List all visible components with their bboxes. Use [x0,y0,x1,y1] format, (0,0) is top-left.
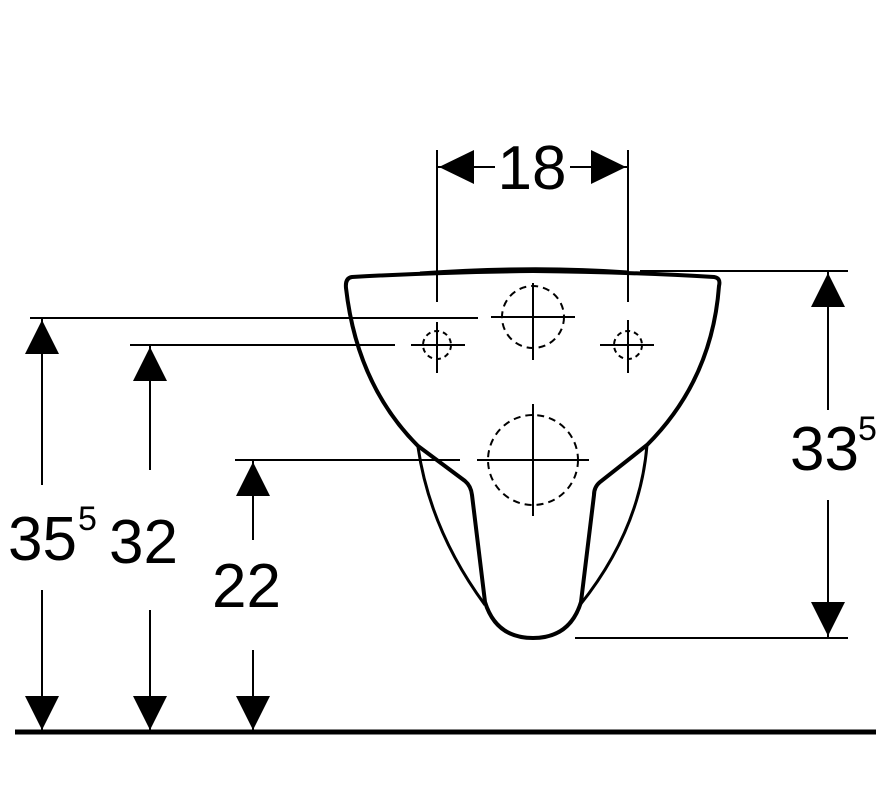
upper-outlet-hole [491,283,575,360]
arrow-right-icon [591,150,626,184]
wc-seat-edge [419,267,629,275]
arrow-up-icon [25,320,59,354]
arrow-up-icon [811,273,845,307]
arrow-down-icon [236,696,270,730]
arrow-up-icon [133,347,167,381]
dim-label-22: 22 [212,552,281,621]
wc-side-left [416,446,487,606]
right-bolt-hole [600,320,654,373]
wc-side-right [578,444,649,606]
dim-label-33: 33 [790,415,859,484]
arrowheads [25,150,845,730]
dim-label-35: 35 [8,505,77,574]
lower-outlet-hole [477,404,589,516]
wc-bowl-outline [343,268,722,641]
arrow-down-icon [133,696,167,730]
arrow-down-icon [25,696,59,730]
dim-label-33-superscript: 5 [858,410,877,448]
extension-lines [30,150,848,639]
dim-label-32: 32 [109,508,178,577]
arrow-left-icon [439,150,474,184]
dim-label-35-superscript: 5 [78,500,97,538]
arrow-up-icon [236,462,270,496]
dim-label-18: 18 [498,134,567,203]
left-bolt-hole [411,322,465,373]
arrow-down-icon [811,602,845,636]
